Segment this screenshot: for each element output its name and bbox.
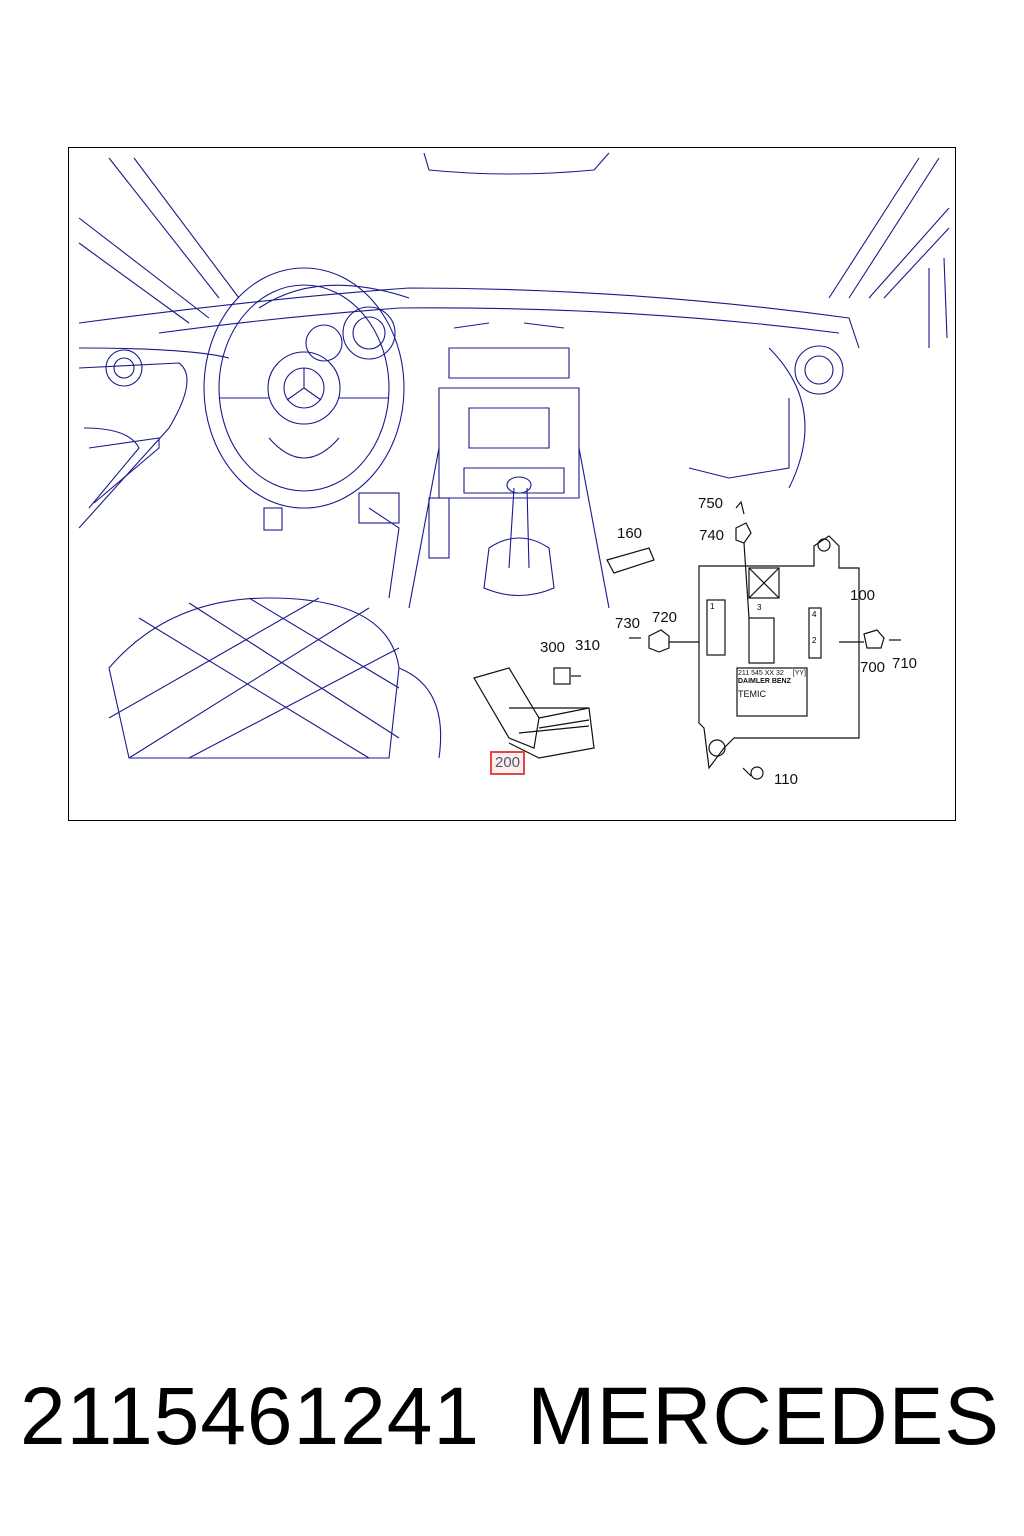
label-box (748, 567, 780, 599)
callout-100[interactable]: 100 (850, 587, 876, 604)
callout-710[interactable]: 710 (892, 655, 918, 672)
control-module-body (698, 535, 860, 770)
callout-300[interactable]: 300 (540, 639, 566, 656)
module-maker: DAIMLER BENZ (738, 678, 791, 685)
callout-700[interactable]: 700 (860, 659, 886, 676)
callout-110[interactable]: 110 (774, 771, 798, 788)
callout-740[interactable]: 740 (699, 527, 725, 544)
module-part-number: 211 545 XX 32 (738, 670, 784, 677)
connector-label: 4 (812, 610, 817, 619)
callout-720[interactable]: 720 (652, 609, 678, 626)
callout-750[interactable]: 750 (698, 495, 724, 512)
connector-label: 1 (710, 602, 715, 611)
module-supplier: TEMIC (738, 689, 766, 699)
brand-name: MERCEDES (527, 1371, 1000, 1462)
callout-730[interactable]: 730 (615, 615, 641, 632)
callout-310[interactable]: 310 (575, 637, 601, 654)
callout-200-highlighted[interactable]: 200 (490, 751, 526, 775)
component-drawings (473, 500, 901, 780)
callout-160[interactable]: 160 (617, 525, 643, 542)
module-variant: [YY] (792, 670, 806, 677)
dashboard-outline (78, 152, 950, 759)
parts-diagram: 750 740 160 100 730 720 300 310 700 710 … (68, 147, 956, 821)
connector-label: 3 (757, 603, 762, 612)
module-part-code: 211 545 XX 32 [YY] (738, 670, 806, 678)
product-footer: 2115461241 MERCEDES (0, 1370, 1024, 1470)
connector-label: 2 (812, 636, 817, 645)
module-label: 211 545 XX 32 [YY] DAIMLER BENZ TEMIC (738, 670, 806, 699)
dashboard-line-drawing (78, 152, 950, 780)
part-number: 2115461241 (20, 1371, 480, 1462)
